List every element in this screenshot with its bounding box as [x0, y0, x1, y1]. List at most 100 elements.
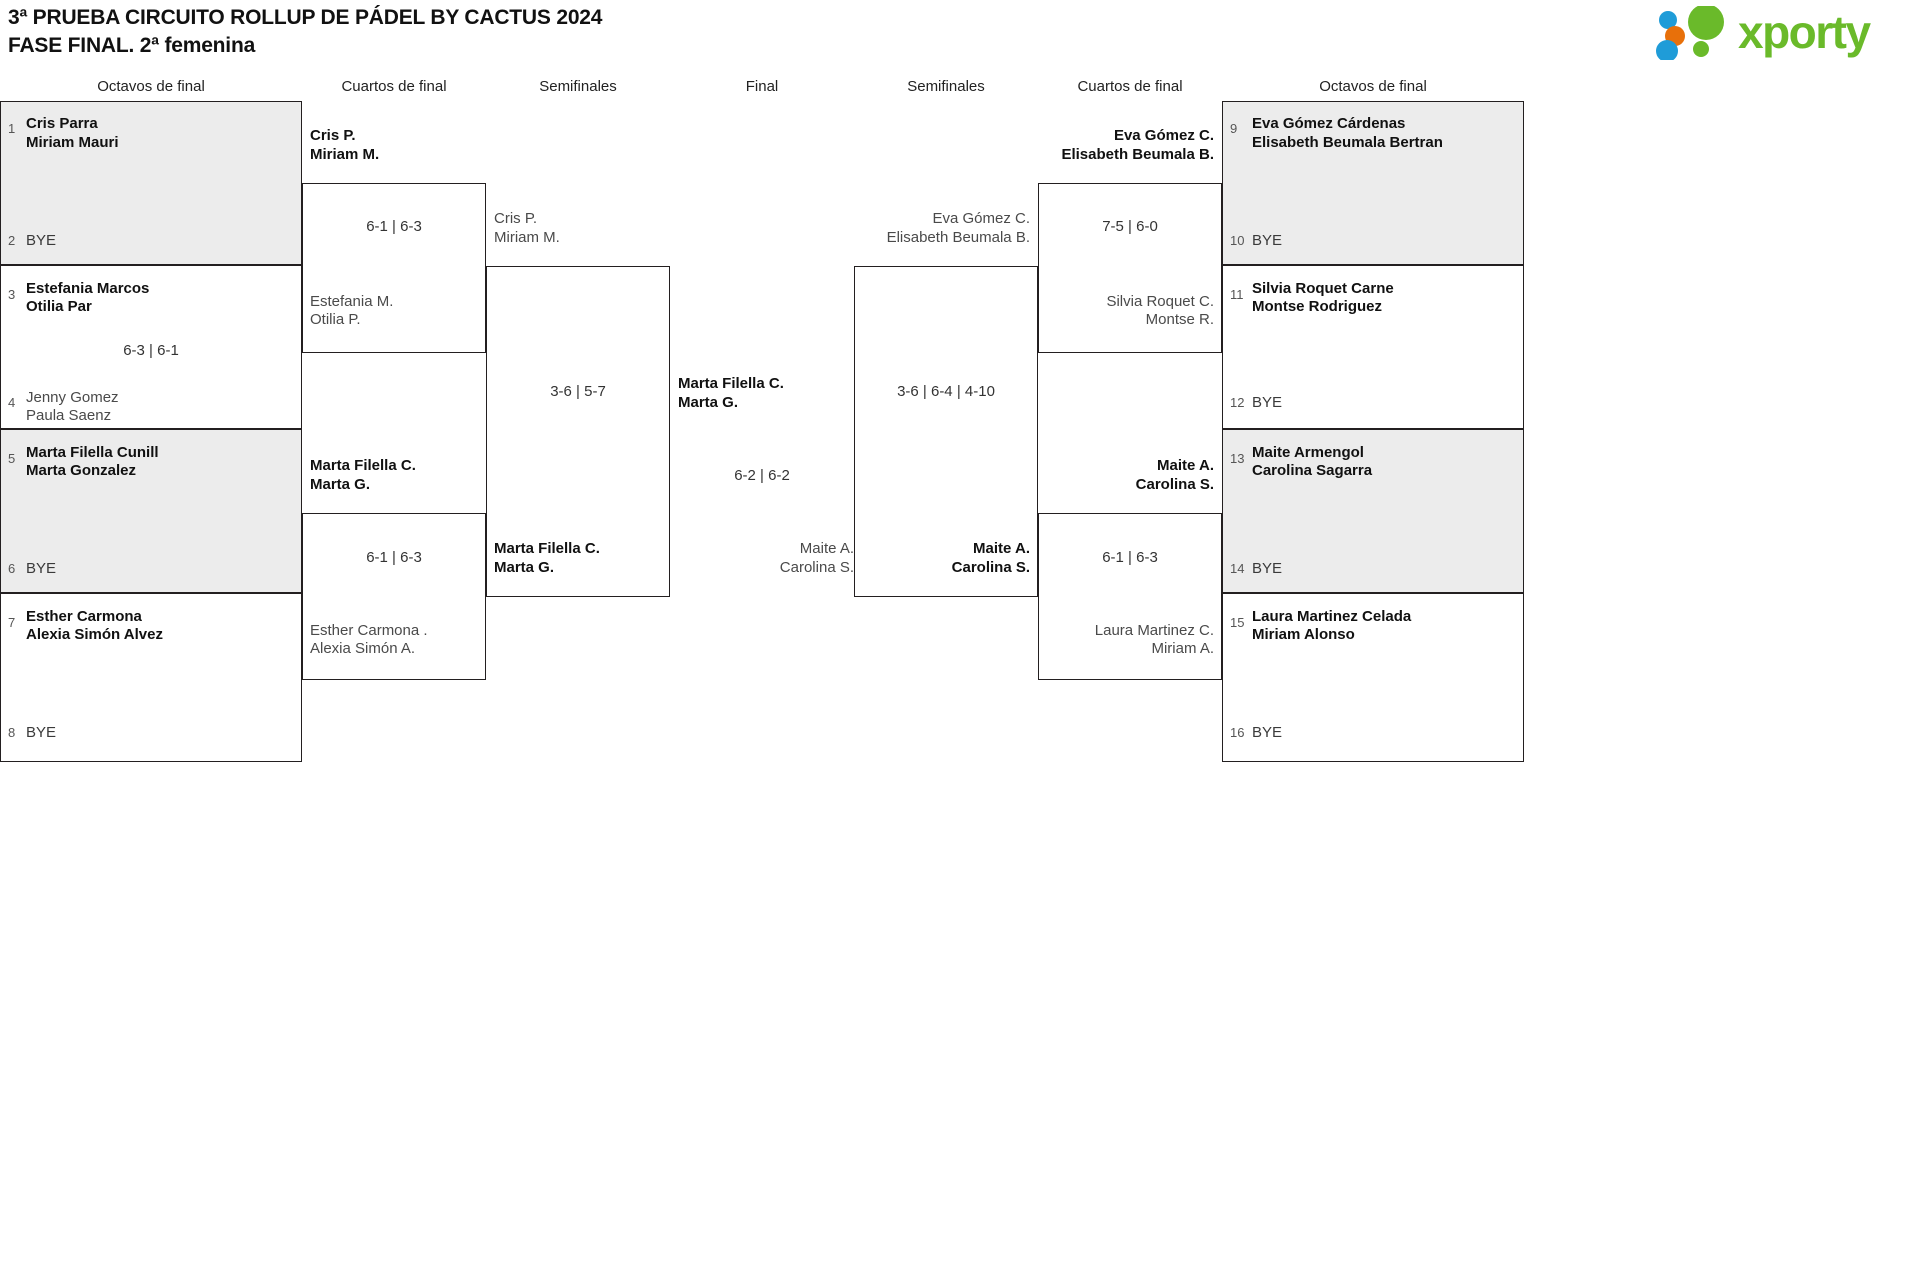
match-box-right-r16-1[interactable]	[1222, 101, 1524, 265]
player-line-2: Elisabeth Beumala B.	[1061, 146, 1214, 163]
player-line-1: Eva Gómez Cárdenas	[1252, 115, 1406, 132]
player-line-2: Marta G.	[678, 394, 739, 411]
player-line-2: Marta G.	[310, 476, 371, 493]
final-connector-right	[854, 266, 855, 597]
match-box-left-r16-2[interactable]	[0, 265, 302, 429]
match-score: 6-1 | 6-3	[366, 218, 422, 235]
player-line-1: Marta Filella C.	[310, 457, 416, 474]
player-line-2: Otilia Par	[26, 298, 92, 315]
logo-dots-icon	[1656, 6, 1724, 60]
player-line-1: Maite A.	[973, 540, 1030, 557]
match-score: 3-6 | 6-4 | 4-10	[897, 383, 995, 400]
player-line-2: Carolina S.	[1135, 476, 1214, 493]
player-line-2: Miriam M.	[310, 146, 380, 163]
player-line-1: BYE	[1252, 394, 1283, 411]
title-line-2: FASE FINAL. 2ª femenina	[8, 34, 256, 57]
player-line-2: Miriam Mauri	[26, 134, 119, 151]
match-score: 3-6 | 5-7	[550, 383, 606, 400]
player-line-2: Elisabeth Beumala Bertran	[1252, 134, 1443, 151]
seed-number: 7	[8, 615, 16, 630]
seed-number: 12	[1230, 395, 1245, 410]
player-line-2: Miriam Alonso	[1252, 626, 1355, 643]
player-line-1: Cris P.	[310, 127, 356, 144]
seed-number: 2	[8, 233, 16, 248]
title-line-1: 3ª PRUEBA CIRCUITO ROLLUP DE PÁDEL BY CA…	[8, 6, 603, 29]
player-line-2: Montse Rodriguez	[1252, 298, 1382, 315]
player-line-1: Estefania Marcos	[26, 280, 150, 297]
seed-number: 11	[1230, 287, 1244, 302]
seed-number: 3	[8, 287, 16, 302]
player-line-1: Marta Filella C.	[494, 540, 600, 557]
player-line-1: Maite A.	[1157, 457, 1214, 474]
seed-number: 10	[1230, 233, 1245, 248]
seed-number: 9	[1230, 121, 1238, 136]
match-box-left-qf-1[interactable]	[302, 183, 486, 353]
seed-number: 13	[1230, 451, 1245, 466]
match-score: 7-5 | 6-0	[1102, 218, 1158, 235]
player-line-1: Esther Carmona .	[310, 622, 428, 639]
player-line-2: Carolina Sagarra	[1252, 462, 1373, 479]
round-header-right-qf: Cuartos de final	[1077, 78, 1183, 95]
round-header-right-sf: Semifinales	[907, 78, 985, 95]
player-line-2: Otilia P.	[310, 311, 361, 328]
match-box-right-qf-1[interactable]	[1038, 183, 1222, 353]
match-box-right-r16-4[interactable]	[1222, 593, 1524, 762]
player-line-1: BYE	[26, 232, 57, 249]
player-line-2: Carolina S.	[779, 559, 854, 576]
match-box-left-r16-3[interactable]	[0, 429, 302, 593]
match-box-right-r16-3[interactable]	[1222, 429, 1524, 593]
player-line-1: Cris Parra	[26, 115, 98, 132]
final-connector-left	[669, 266, 670, 597]
player-line-1: Esther Carmona	[26, 608, 142, 625]
player-line-2: Miriam A.	[1151, 640, 1214, 657]
match-score: 6-1 | 6-3	[1102, 549, 1158, 566]
match-score: 6-1 | 6-3	[366, 549, 422, 566]
match-box-left-r16-4[interactable]	[0, 593, 302, 762]
seed-number: 8	[8, 725, 16, 740]
player-line-2: Alexia Simón Alvez	[26, 626, 163, 643]
player-line-1: Laura Martinez Celada	[1252, 608, 1412, 625]
player-line-1: BYE	[26, 724, 57, 741]
round-header-right-r16: Octavos de final	[1319, 78, 1427, 95]
player-line-1: Maite A.	[799, 540, 854, 557]
match-box-right-qf-2[interactable]	[1038, 513, 1222, 680]
match-box-right-r16-2[interactable]	[1222, 265, 1524, 429]
seed-number: 16	[1230, 725, 1245, 740]
player-line-1: Marta Filella Cunill	[26, 444, 159, 461]
player-line-2: Carolina S.	[951, 559, 1030, 576]
player-line-1: BYE	[1252, 724, 1283, 741]
player-line-1: BYE	[1252, 560, 1283, 577]
player-line-2: Miriam M.	[494, 229, 560, 246]
player-line-1: Eva Gómez C.	[1113, 127, 1214, 144]
round-header-left-qf: Cuartos de final	[341, 78, 447, 95]
match-score: 6-3 | 6-1	[123, 342, 179, 359]
player-line-1: Laura Martinez C.	[1094, 622, 1214, 639]
player-line-2: Paula Saenz	[26, 407, 112, 424]
seed-number: 6	[8, 561, 16, 576]
player-line-1: Silvia Roquet Carne	[1252, 280, 1394, 297]
player-line-2: Marta Gonzalez	[26, 462, 137, 479]
seed-number: 5	[8, 451, 16, 466]
player-line-1: Eva Gómez C.	[932, 210, 1030, 227]
player-line-1: Maite Armengol	[1252, 444, 1364, 461]
player-line-2: Montse R.	[1145, 311, 1214, 328]
round-header-left-r16: Octavos de final	[97, 78, 205, 95]
match-box-left-r16-1[interactable]	[0, 101, 302, 265]
player-line-2: Marta G.	[494, 559, 555, 576]
match-score: 6-2 | 6-2	[734, 467, 790, 484]
player-line-1: Silvia Roquet C.	[1106, 293, 1214, 310]
round-header-left-sf: Semifinales	[539, 78, 617, 95]
player-line-2: Elisabeth Beumala B.	[886, 229, 1030, 246]
player-line-1: Estefania M.	[310, 293, 394, 310]
player-line-1: Cris P.	[494, 210, 538, 227]
match-box-left-qf-2[interactable]	[302, 513, 486, 680]
player-line-1: BYE	[26, 560, 57, 577]
player-line-1: Jenny Gomez	[26, 389, 119, 406]
page-title: 3ª PRUEBA CIRCUITO ROLLUP DE PÁDEL BY CA…	[8, 4, 602, 60]
seed-number: 1	[8, 121, 16, 136]
player-line-1: Marta Filella C.	[678, 375, 784, 392]
match-box-right-sf[interactable]	[854, 266, 1038, 597]
seed-number: 15	[1230, 615, 1245, 630]
logo-wordmark: xporty	[1738, 6, 1871, 58]
